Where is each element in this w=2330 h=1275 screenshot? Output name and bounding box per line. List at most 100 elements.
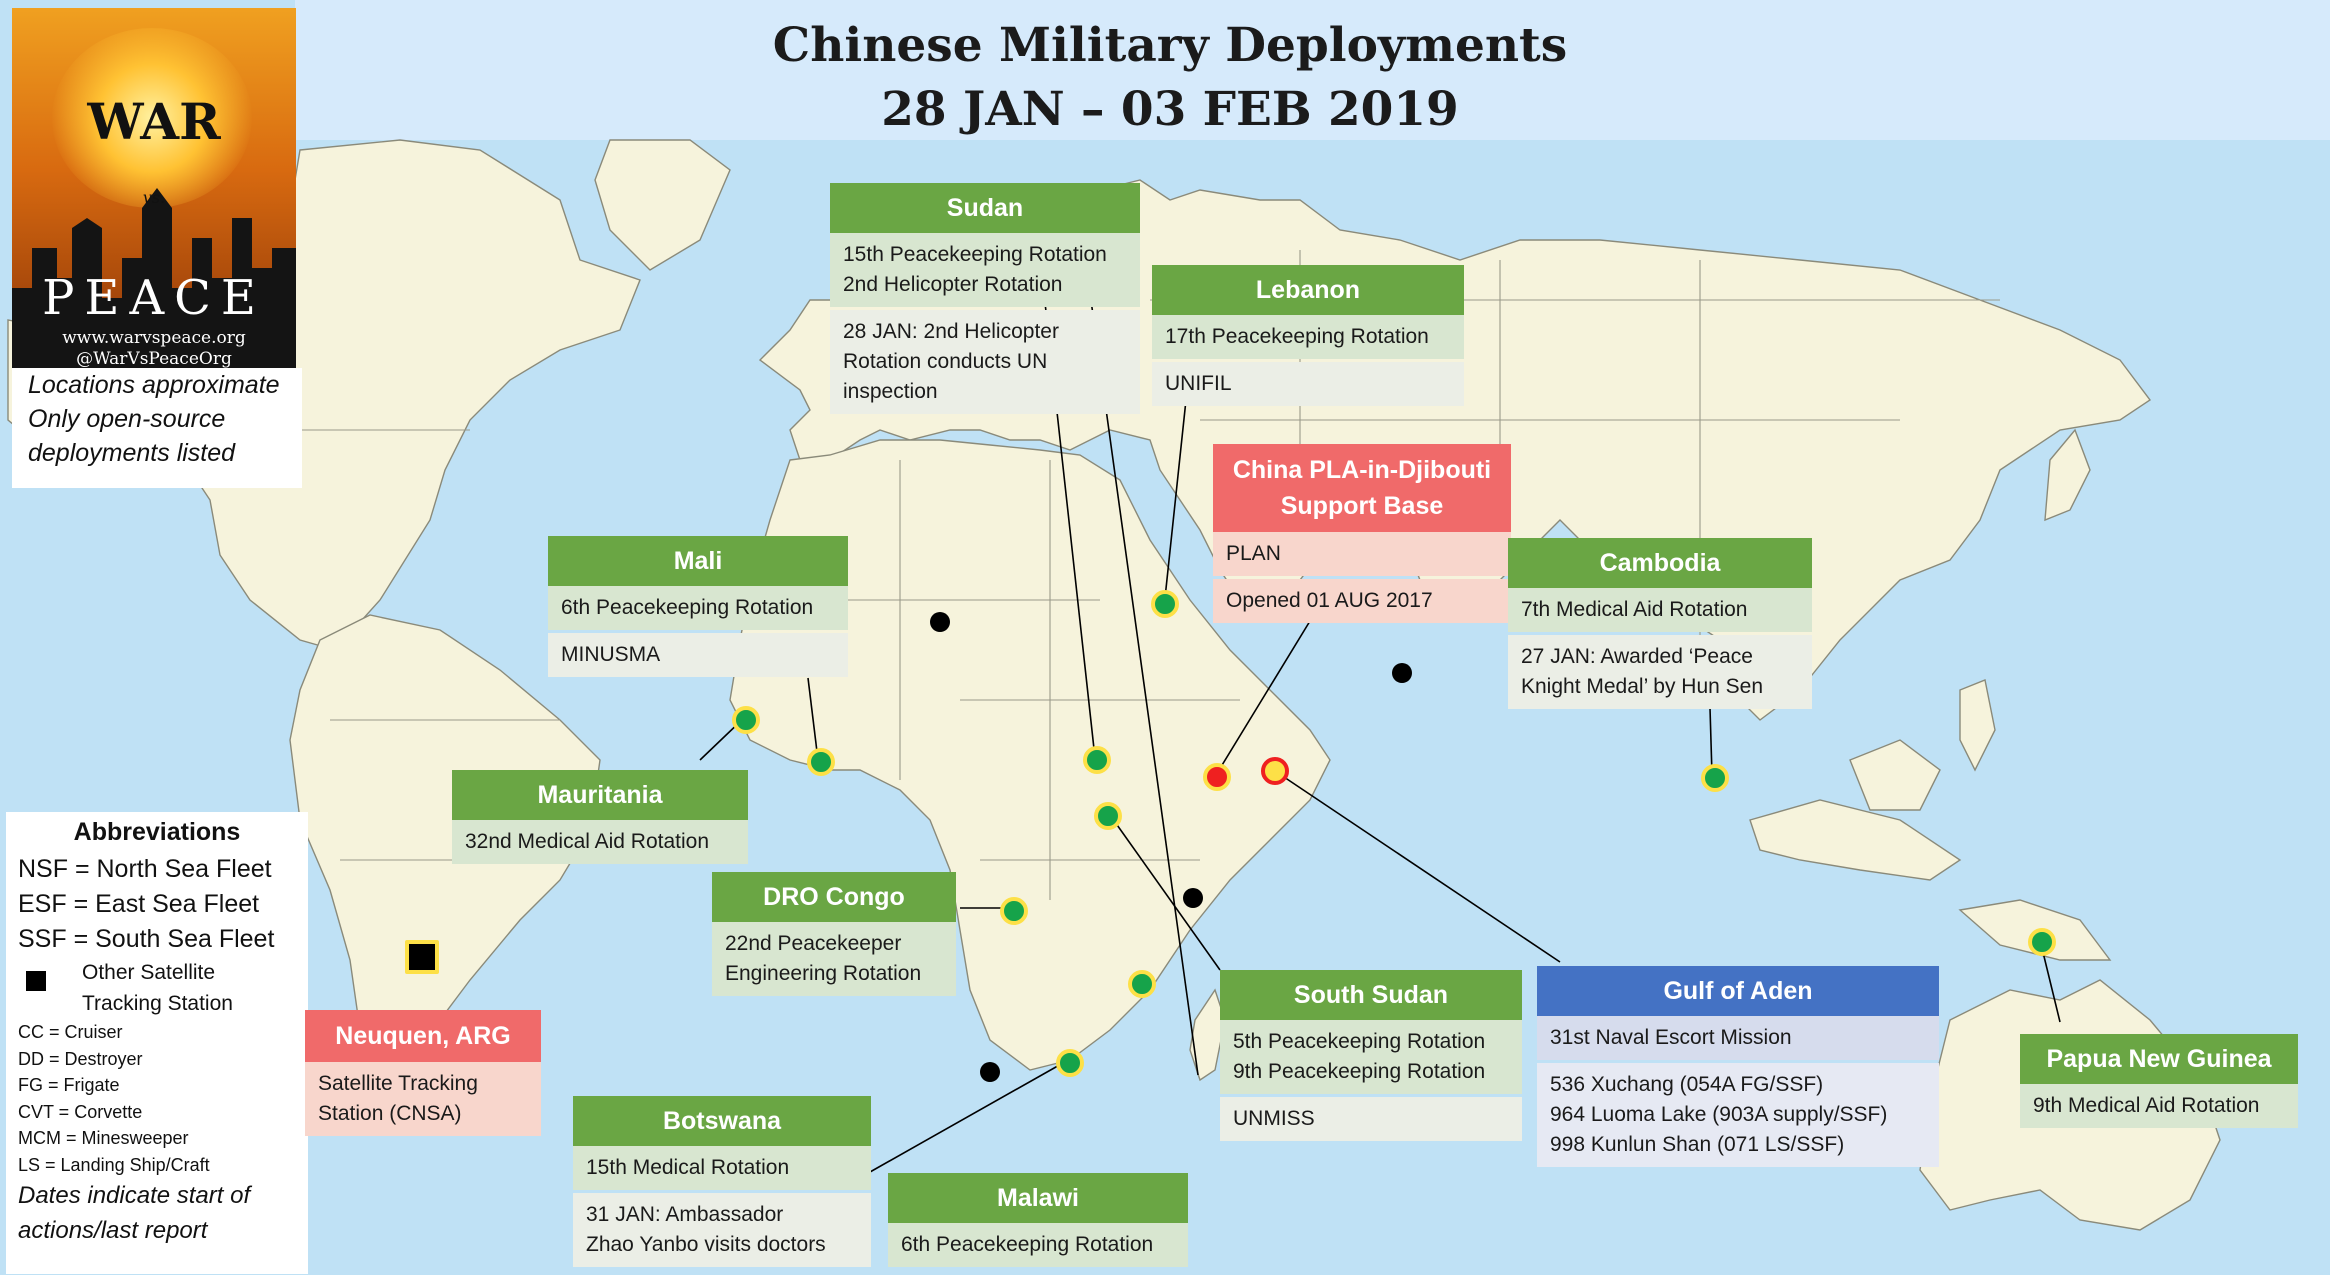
box-line: UNMISS <box>1233 1107 1315 1130</box>
box-line: 7th Medical Aid Rotation <box>1521 598 1748 621</box>
landmass-greenland <box>594 139 731 271</box>
marker-djibouti-base[interactable] <box>1203 763 1231 791</box>
title-band <box>295 0 2330 140</box>
box-line: 28 JAN: 2nd Helicopter <box>843 320 1059 343</box>
box-malawi: Malawi 6th Peacekeeping Rotation <box>888 1173 1188 1267</box>
box-line: 964 Luoma Lake (903A supply/SSF) <box>1550 1103 1888 1126</box>
dates-note: actions/last report <box>18 1217 208 1244</box>
box-title-line: China PLA-in-Djibouti <box>1232 456 1492 484</box>
marker-malawi[interactable] <box>1128 970 1156 998</box>
marker-sudan[interactable] <box>1083 746 1111 774</box>
box-row-2: UNIFIL <box>1152 362 1464 406</box>
marker-papua-new-guinea[interactable] <box>2028 928 2056 956</box>
box-row-2: MINUSMA <box>548 633 848 677</box>
dates-note: Dates indicate start of <box>18 1182 251 1209</box>
box-row-1: PLAN <box>1213 532 1511 576</box>
box-line: 6th Peacekeeping Rotation <box>561 596 814 619</box>
box-line: PLAN <box>1226 542 1281 565</box>
box-title: Gulf of Aden <box>1537 966 1939 1016</box>
abbr-fleet: SSF = South Sea Fleet <box>18 925 275 953</box>
marker-mali[interactable] <box>807 748 835 776</box>
box-mauritania: Mauritania 32nd Medical Aid Rotation <box>452 770 748 864</box>
box-djibouti: China PLA-in-Djibouti Support Base PLAN … <box>1213 444 1511 623</box>
abbr-ship: CC = Cruiser <box>18 1022 123 1042</box>
box-title: Mauritania <box>452 770 748 820</box>
box-row-2: 536 Xuchang (054A FG/SSF) 964 Luoma Lake… <box>1537 1063 1939 1167</box>
box-line: 536 Xuchang (054A FG/SSF) <box>1550 1073 1824 1096</box>
marker-south-sudan[interactable] <box>1094 802 1122 830</box>
box-title: Papua New Guinea <box>2020 1034 2298 1084</box>
box-title: Cambodia <box>1508 538 1812 588</box>
landmass-indonesia <box>1749 799 1962 881</box>
logo-url: www.warvspeace.org <box>62 328 246 348</box>
notes-panel: Locations approximate Only open-source d… <box>12 368 302 488</box>
box-lebanon: Lebanon 17th Peacekeeping Rotation UNIFI… <box>1152 265 1464 406</box>
box-row-2: 27 JAN: Awarded ‘Peace Knight Medal’ by … <box>1508 635 1812 709</box>
marker-mauritania[interactable] <box>732 706 760 734</box>
marker-lebanon[interactable] <box>1151 590 1179 618</box>
leader-mali <box>807 677 819 761</box>
box-line: 6th Peacekeeping Rotation <box>901 1233 1154 1256</box>
box-line: 32nd Medical Aid Rotation <box>465 830 709 853</box>
box-title: Neuquen, ARG <box>305 1010 541 1062</box>
box-title: China PLA-in-Djibouti Support Base <box>1213 444 1511 532</box>
box-line: 9th Peacekeeping Rotation <box>1233 1060 1486 1083</box>
landmass-philippines <box>1959 679 1996 772</box>
box-line: 15th Medical Rotation <box>586 1156 790 1179</box>
box-line: Station (CNSA) <box>318 1102 462 1125</box>
abbreviations-panel: Abbreviations NSF = North Sea Fleet ESF … <box>6 812 308 1274</box>
station-kenya[interactable] <box>1183 888 1203 908</box>
box-title: South Sudan <box>1220 970 1522 1020</box>
box-line: 17th Peacekeeping Rotation <box>1165 325 1429 348</box>
box-mali: Mali 6th Peacekeeping Rotation MINUSMA <box>548 536 848 677</box>
box-row-1: Satellite Tracking Station (CNSA) <box>305 1062 541 1136</box>
abbr-ship: CVT = Corvette <box>18 1101 143 1122</box>
box-line: Engineering Rotation <box>725 962 922 985</box>
satellite-legend-label: Other Satellite Tracking Station <box>82 957 233 1019</box>
box-title-line: Support Base <box>1280 492 1444 520</box>
country-borders-africa <box>800 460 1240 900</box>
box-row-1: 31st Naval Escort Mission <box>1537 1016 1939 1060</box>
box-cambodia: Cambodia 7th Medical Aid Rotation 27 JAN… <box>1508 538 1812 709</box>
box-row-1: 17th Peacekeeping Rotation <box>1152 315 1464 359</box>
station-algeria[interactable] <box>930 612 950 632</box>
box-line: UNIFIL <box>1165 372 1232 395</box>
box-row-1: 6th Peacekeeping Rotation <box>548 586 848 630</box>
satellite-label-line: Tracking Station <box>82 992 233 1015</box>
war-vs-peace-logo: WAR vs. PEACE www.warvspeace.org @WarVsP… <box>12 8 296 368</box>
landmass-borneo <box>1849 739 1941 811</box>
station-neuquen[interactable] <box>405 940 439 974</box>
station-pakistan[interactable] <box>1392 663 1412 683</box>
note-line: Only open-source <box>28 405 226 433</box>
abbr-fleet: ESF = East Sea Fleet <box>18 890 260 918</box>
box-papua-new-guinea: Papua New Guinea 9th Medical Aid Rotatio… <box>2020 1034 2298 1128</box>
logo-site: www.warvspeace.org @WarVsPeaceOrg <box>12 328 296 368</box>
marker-cambodia[interactable] <box>1701 764 1729 792</box>
marker-botswana[interactable] <box>1056 1049 1084 1077</box>
marker-gulf-of-aden[interactable] <box>1261 757 1289 785</box>
leader-botswana <box>869 1062 1064 1173</box>
box-row-1: 9th Medical Aid Rotation <box>2020 1084 2298 1128</box>
marker-drc[interactable] <box>1000 897 1028 925</box>
box-line: 27 JAN: Awarded ‘Peace <box>1521 645 1753 668</box>
note-line: Locations approximate <box>28 371 280 399</box>
abbreviations-title: Abbreviations <box>73 818 241 846</box>
box-row-2: UNMISS <box>1220 1097 1522 1141</box>
box-row-1: 6th Peacekeeping Rotation <box>888 1223 1188 1267</box>
landmass-japan <box>2044 428 2091 522</box>
satellite-legend: Other Satellite Tracking Station <box>6 957 308 1019</box>
box-title: DRO Congo <box>712 872 956 922</box>
title-line-2: 28 JAN – 03 FEB 2019 <box>881 82 1459 137</box>
station-namibia[interactable] <box>980 1062 1000 1082</box>
box-line: 2nd Helicopter Rotation <box>843 273 1063 296</box>
box-title: Lebanon <box>1152 265 1464 315</box>
box-gulf-of-aden: Gulf of Aden 31st Naval Escort Mission 5… <box>1537 966 1939 1167</box>
abbr-ship: MCM = Minesweeper <box>18 1128 189 1148</box>
logo-vs: vs. <box>142 188 166 207</box>
explosion-glow <box>52 28 252 208</box>
box-line: Zhao Yanbo visits doctors <box>586 1233 826 1256</box>
box-row-1: 15th Peacekeeping Rotation 2nd Helicopte… <box>830 233 1140 307</box>
leader-south-sudan <box>1109 814 1221 971</box>
box-row-1: 22nd Peacekeeper Engineering Rotation <box>712 922 956 996</box>
